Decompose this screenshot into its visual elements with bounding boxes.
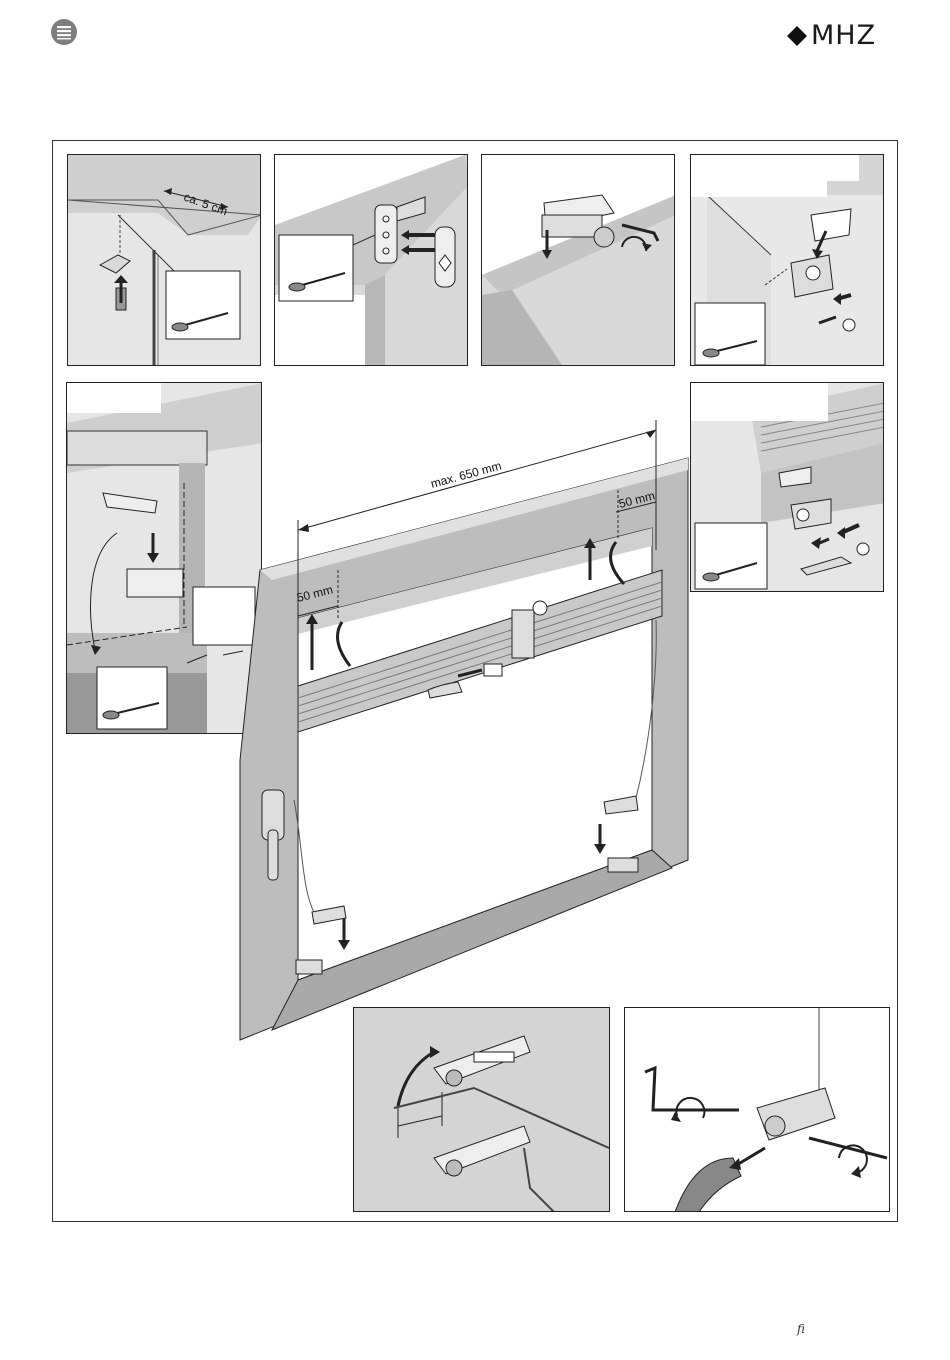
step-panel-8 bbox=[624, 1007, 890, 1212]
diamond-icon bbox=[787, 26, 807, 46]
stacked-bars-icon bbox=[50, 18, 78, 46]
window-illustration: max. 650 mm 50 mm 50 mm bbox=[232, 420, 692, 1050]
step-panel-6 bbox=[690, 382, 884, 592]
step-panel-3 bbox=[481, 154, 675, 366]
step-panel-1: ca. 5 cm bbox=[67, 154, 261, 366]
footer-note: fi bbox=[797, 1322, 805, 1336]
step-panel-2 bbox=[274, 154, 468, 366]
max-width-label: max. 650 mm bbox=[429, 459, 503, 491]
brand-name: MHZ bbox=[811, 20, 876, 51]
brand-logo: MHZ bbox=[785, 20, 905, 54]
step-panel-7 bbox=[353, 1007, 610, 1212]
step-panel-4 bbox=[690, 154, 884, 366]
